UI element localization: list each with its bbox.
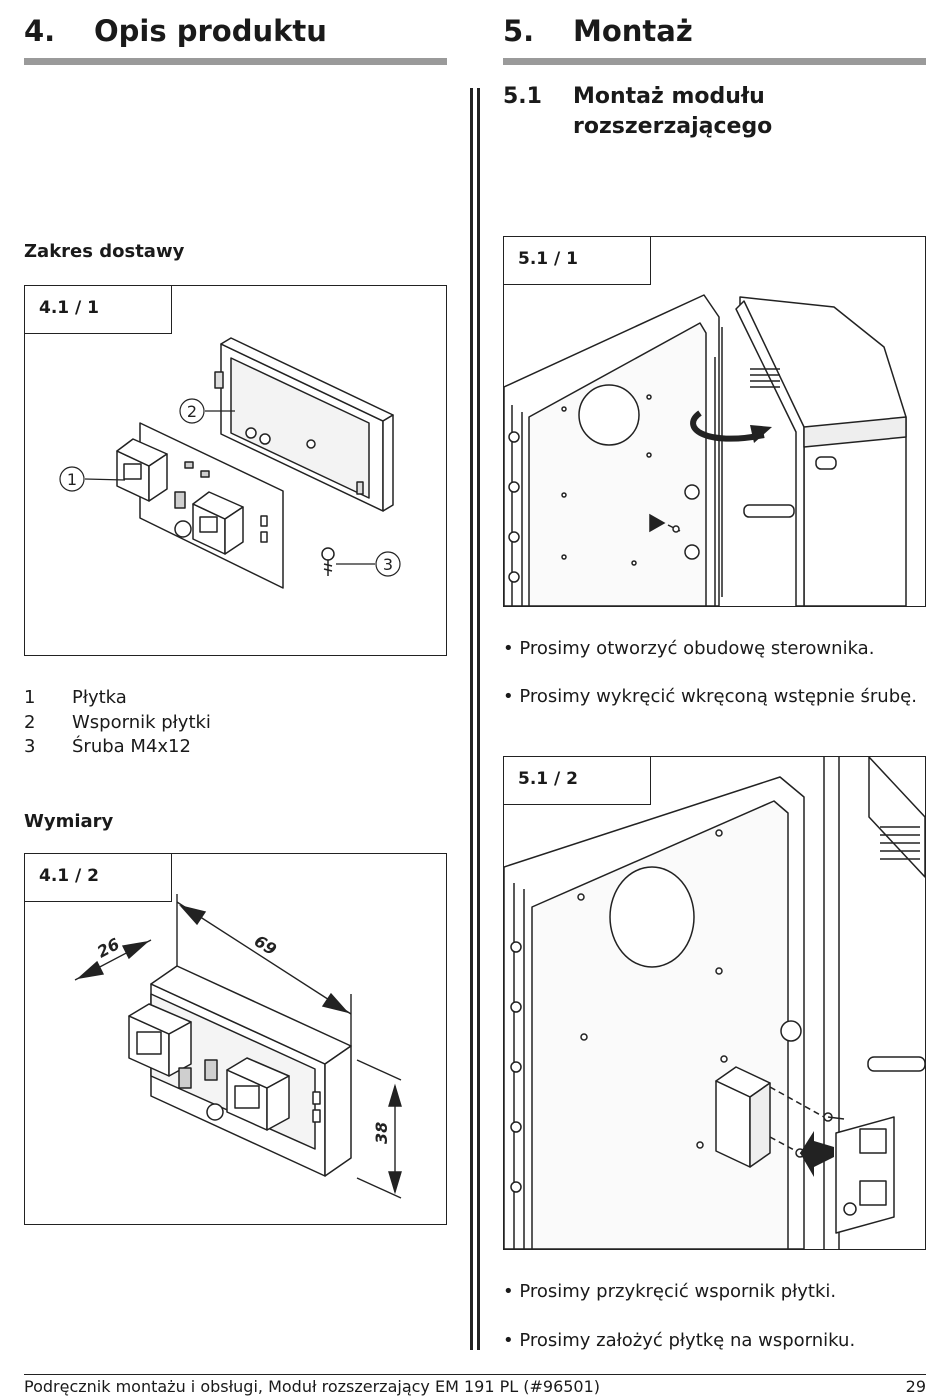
open-housing-illustration bbox=[504, 294, 907, 606]
subsection-5-1-line2: rozszerzającego bbox=[573, 114, 773, 139]
step-fix-bracket: • Prosimy przykręcić wspornik płytki. bbox=[503, 1281, 837, 1302]
section-5-number: 5. bbox=[503, 14, 535, 48]
figure-4-1-1: 4.1 / 1 bbox=[24, 285, 447, 656]
subsection-5-1-heading: 5.1 Montaż modułu rozszerzającego bbox=[503, 82, 923, 144]
subsection-5-1-line1: Montaż modułu bbox=[573, 84, 765, 109]
subsection-5-1-number: 5.1 bbox=[503, 84, 542, 109]
legend-number: 1 bbox=[24, 687, 36, 708]
figure-5-1-2-label: 5.1 / 2 bbox=[504, 757, 651, 805]
scope-title: Zakres dostawy bbox=[24, 241, 185, 262]
section-5-rule bbox=[503, 58, 926, 65]
footer-rule bbox=[24, 1374, 926, 1375]
dimensions-title: Wymiary bbox=[24, 811, 114, 832]
column-divider-right bbox=[477, 88, 480, 1350]
section-4-rule bbox=[24, 58, 447, 65]
legend-text: Wspornik płytki bbox=[72, 711, 211, 733]
figure-5-1-2: 5.1 / 2 bbox=[503, 756, 926, 1250]
callout-1: 1 bbox=[67, 470, 77, 489]
legend-item: 3 Śruba M4x12 bbox=[24, 735, 424, 760]
section-5-title: Montaż bbox=[573, 14, 693, 48]
callout-3: 3 bbox=[383, 555, 393, 574]
legend-text: Płytka bbox=[72, 687, 127, 708]
section-4-heading: 4. Opis produktu bbox=[24, 14, 444, 50]
figure-5-1-1: 5.1 / 1 bbox=[503, 236, 926, 607]
section-5-heading: 5. Montaż bbox=[503, 14, 923, 50]
dimensions-illustration: 26 69 38 bbox=[74, 894, 402, 1199]
section-4-title: Opis produktu bbox=[94, 14, 327, 48]
step-remove-screw: • Prosimy wykręcić wkręconą wstępnie śru… bbox=[503, 686, 917, 707]
step-open-housing: • Prosimy otworzyć obudowę sterownika. bbox=[503, 638, 875, 659]
legend-number: 2 bbox=[24, 711, 36, 733]
legend-item: 2 Wspornik płytki bbox=[24, 711, 424, 736]
figure-5-1-1-label: 5.1 / 1 bbox=[504, 237, 651, 285]
delivery-scope-illustration: 2 1 3 bbox=[59, 337, 401, 589]
page-number: 29 bbox=[905, 1377, 926, 1396]
dimension-width: 69 bbox=[251, 931, 280, 959]
section-4-number: 4. bbox=[24, 14, 56, 48]
figure-4-1-1-label: 4.1 / 1 bbox=[25, 286, 172, 334]
figure-4-1-2: 4.1 / 2 bbox=[24, 853, 447, 1225]
legend-number: 3 bbox=[24, 736, 36, 757]
footer-text: Podręcznik montażu i obsługi, Moduł rozs… bbox=[24, 1377, 601, 1396]
figure-4-1-2-label: 4.1 / 2 bbox=[25, 854, 172, 902]
callout-2: 2 bbox=[187, 402, 197, 421]
step-mount-board: • Prosimy założyć płytkę na wsporniku. bbox=[503, 1330, 856, 1351]
legend-item: 1 Płytka bbox=[24, 686, 424, 711]
mount-bracket-illustration bbox=[504, 757, 925, 1249]
legend-text: Śruba M4x12 bbox=[72, 736, 191, 757]
parts-legend: 1 Płytka 2 Wspornik płytki 3 Śruba M4x12 bbox=[24, 686, 424, 760]
dimension-height: 38 bbox=[372, 1122, 391, 1144]
column-divider-left bbox=[470, 88, 473, 1350]
